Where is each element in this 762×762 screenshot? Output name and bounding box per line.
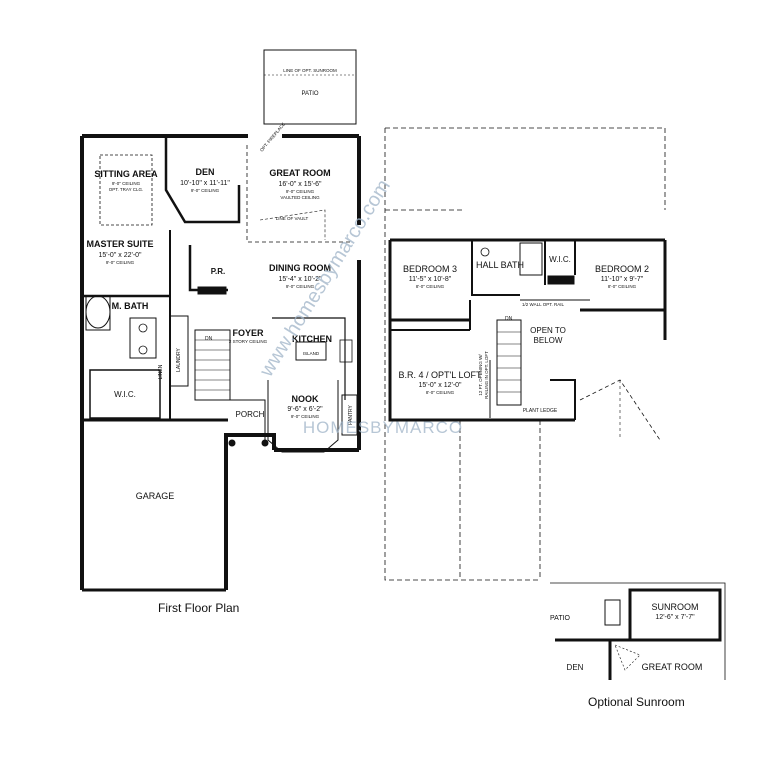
below-label: BELOW — [534, 336, 563, 345]
sunroom-inset — [550, 582, 726, 680]
master-suite-label: MASTER SUITE — [86, 239, 153, 249]
sunroom-label: SUNROOM — [652, 602, 699, 612]
nook-dimensions: 9'-6" x 6'-2" — [287, 406, 323, 413]
dining-room-dimensions: 15'-4" x 10'-2" — [278, 276, 322, 283]
foyer-ceiling-note: 2 STORY CEILING — [229, 339, 268, 344]
stair-down-label-second: DN — [505, 316, 513, 322]
first-floor-walls — [80, 49, 361, 592]
master-suite-dimensions: 15'-0" x 22'-0" — [98, 252, 142, 259]
open-to-label: OPEN TO — [530, 326, 566, 335]
great-room-ceiling-note: 9'-0" CEILING — [286, 189, 315, 194]
bedroom-2-ceiling-note: 8'-0" CEILING — [608, 284, 637, 289]
sitting-area-note-tray: OPT. TRAY CLG. — [109, 187, 144, 192]
dining-room-ceiling-note: 9'-0" CEILING — [286, 284, 315, 289]
den-ceiling-note: 9'-0" CEILING — [191, 188, 220, 193]
great-room-dimensions: 16'-0" x 15'-6" — [278, 181, 322, 188]
patio-sunroom-note: LINE OF OPT. SUNROOM — [283, 68, 337, 73]
optional-sunroom-caption: Optional Sunroom — [588, 695, 685, 709]
master-suite-ceiling-note: 9'-0" CEILING — [106, 260, 135, 265]
watermark-url: www.homesbymarco.com — [255, 176, 395, 382]
hall-bath-label: HALL BATH — [476, 260, 524, 270]
half-wall-rail-note: 1/2 WALL OPT. RAIL — [522, 302, 564, 307]
pantry-label: PANTRY — [348, 404, 354, 424]
bedroom-4-dimensions: 15'-0" x 12'-0" — [418, 382, 462, 389]
wic-label-first: W.I.C. — [114, 390, 136, 399]
bedroom-3-ceiling-note: 8'-0" CEILING — [416, 284, 445, 289]
dining-room-label: DINING ROOM — [269, 263, 331, 273]
den-dimensions: 10'-10" x 11'-11" — [180, 180, 230, 187]
loft-opening-note-2: RAILING IN OPT. LOFT — [484, 351, 489, 399]
bedroom-4-ceiling-note: 8'-0" CEILING — [426, 390, 455, 395]
bedroom-3-label: BEDROOM 3 — [403, 264, 457, 274]
kitchen-label: KITCHEN — [292, 334, 332, 344]
sitting-area-note-ceiling: 9'-0" CEILING — [112, 181, 141, 186]
wic-label-second: W.I.C. — [549, 255, 571, 264]
loft-opening-note-1: 12 FT. OPENING W/ — [478, 354, 483, 396]
porch-label: PORCH — [236, 410, 265, 419]
plant-ledge-label: PLANT LEDGE — [523, 408, 558, 414]
island-label: ISLAND — [303, 351, 320, 356]
laundry-label: LAUNDRY — [176, 347, 182, 371]
linen-label-second: LINEN — [553, 277, 568, 283]
stair-down-label-first: DN — [205, 336, 213, 342]
bedroom-2-label: BEDROOM 2 — [595, 264, 649, 274]
sitting-area-label: SITTING AREA — [94, 169, 158, 179]
line-of-vault-note: LINE OF VAULT — [276, 216, 309, 221]
bedroom-2-dimensions: 11'-10" x 9'-7" — [601, 276, 644, 283]
watermark-brand: HOMESBYMARCO — [303, 418, 463, 437]
inset-patio-label: PATIO — [550, 615, 571, 622]
first-floor-caption: First Floor Plan — [158, 601, 239, 615]
great-room-vault-note: VAULTED CEILING — [280, 195, 320, 200]
second-floor-walls — [384, 127, 667, 581]
linen-label-first: LINEN — [158, 364, 164, 379]
nook-ceiling-note: 9'-0" CEILING — [291, 414, 320, 419]
nook-label: NOOK — [292, 394, 320, 404]
inset-great-room-label: GREAT ROOM — [642, 662, 703, 672]
garage-label: GARAGE — [136, 491, 175, 501]
den-label: DEN — [195, 167, 214, 177]
patio-label: PATIO — [301, 91, 318, 97]
powder-room-label: P.R. — [211, 267, 226, 276]
great-room-label: GREAT ROOM — [269, 168, 330, 178]
foyer-label: FOYER — [232, 328, 264, 338]
bedroom-3-dimensions: 11'-5" x 10'-8" — [409, 276, 452, 283]
inset-den-label: DEN — [567, 663, 584, 672]
master-bath-label: M. BATH — [112, 301, 149, 311]
bedroom-4-loft-label: B.R. 4 / OPT'L LOFT — [399, 370, 482, 380]
sunroom-dimensions: 12'-6" x 7'-7" — [655, 614, 695, 621]
